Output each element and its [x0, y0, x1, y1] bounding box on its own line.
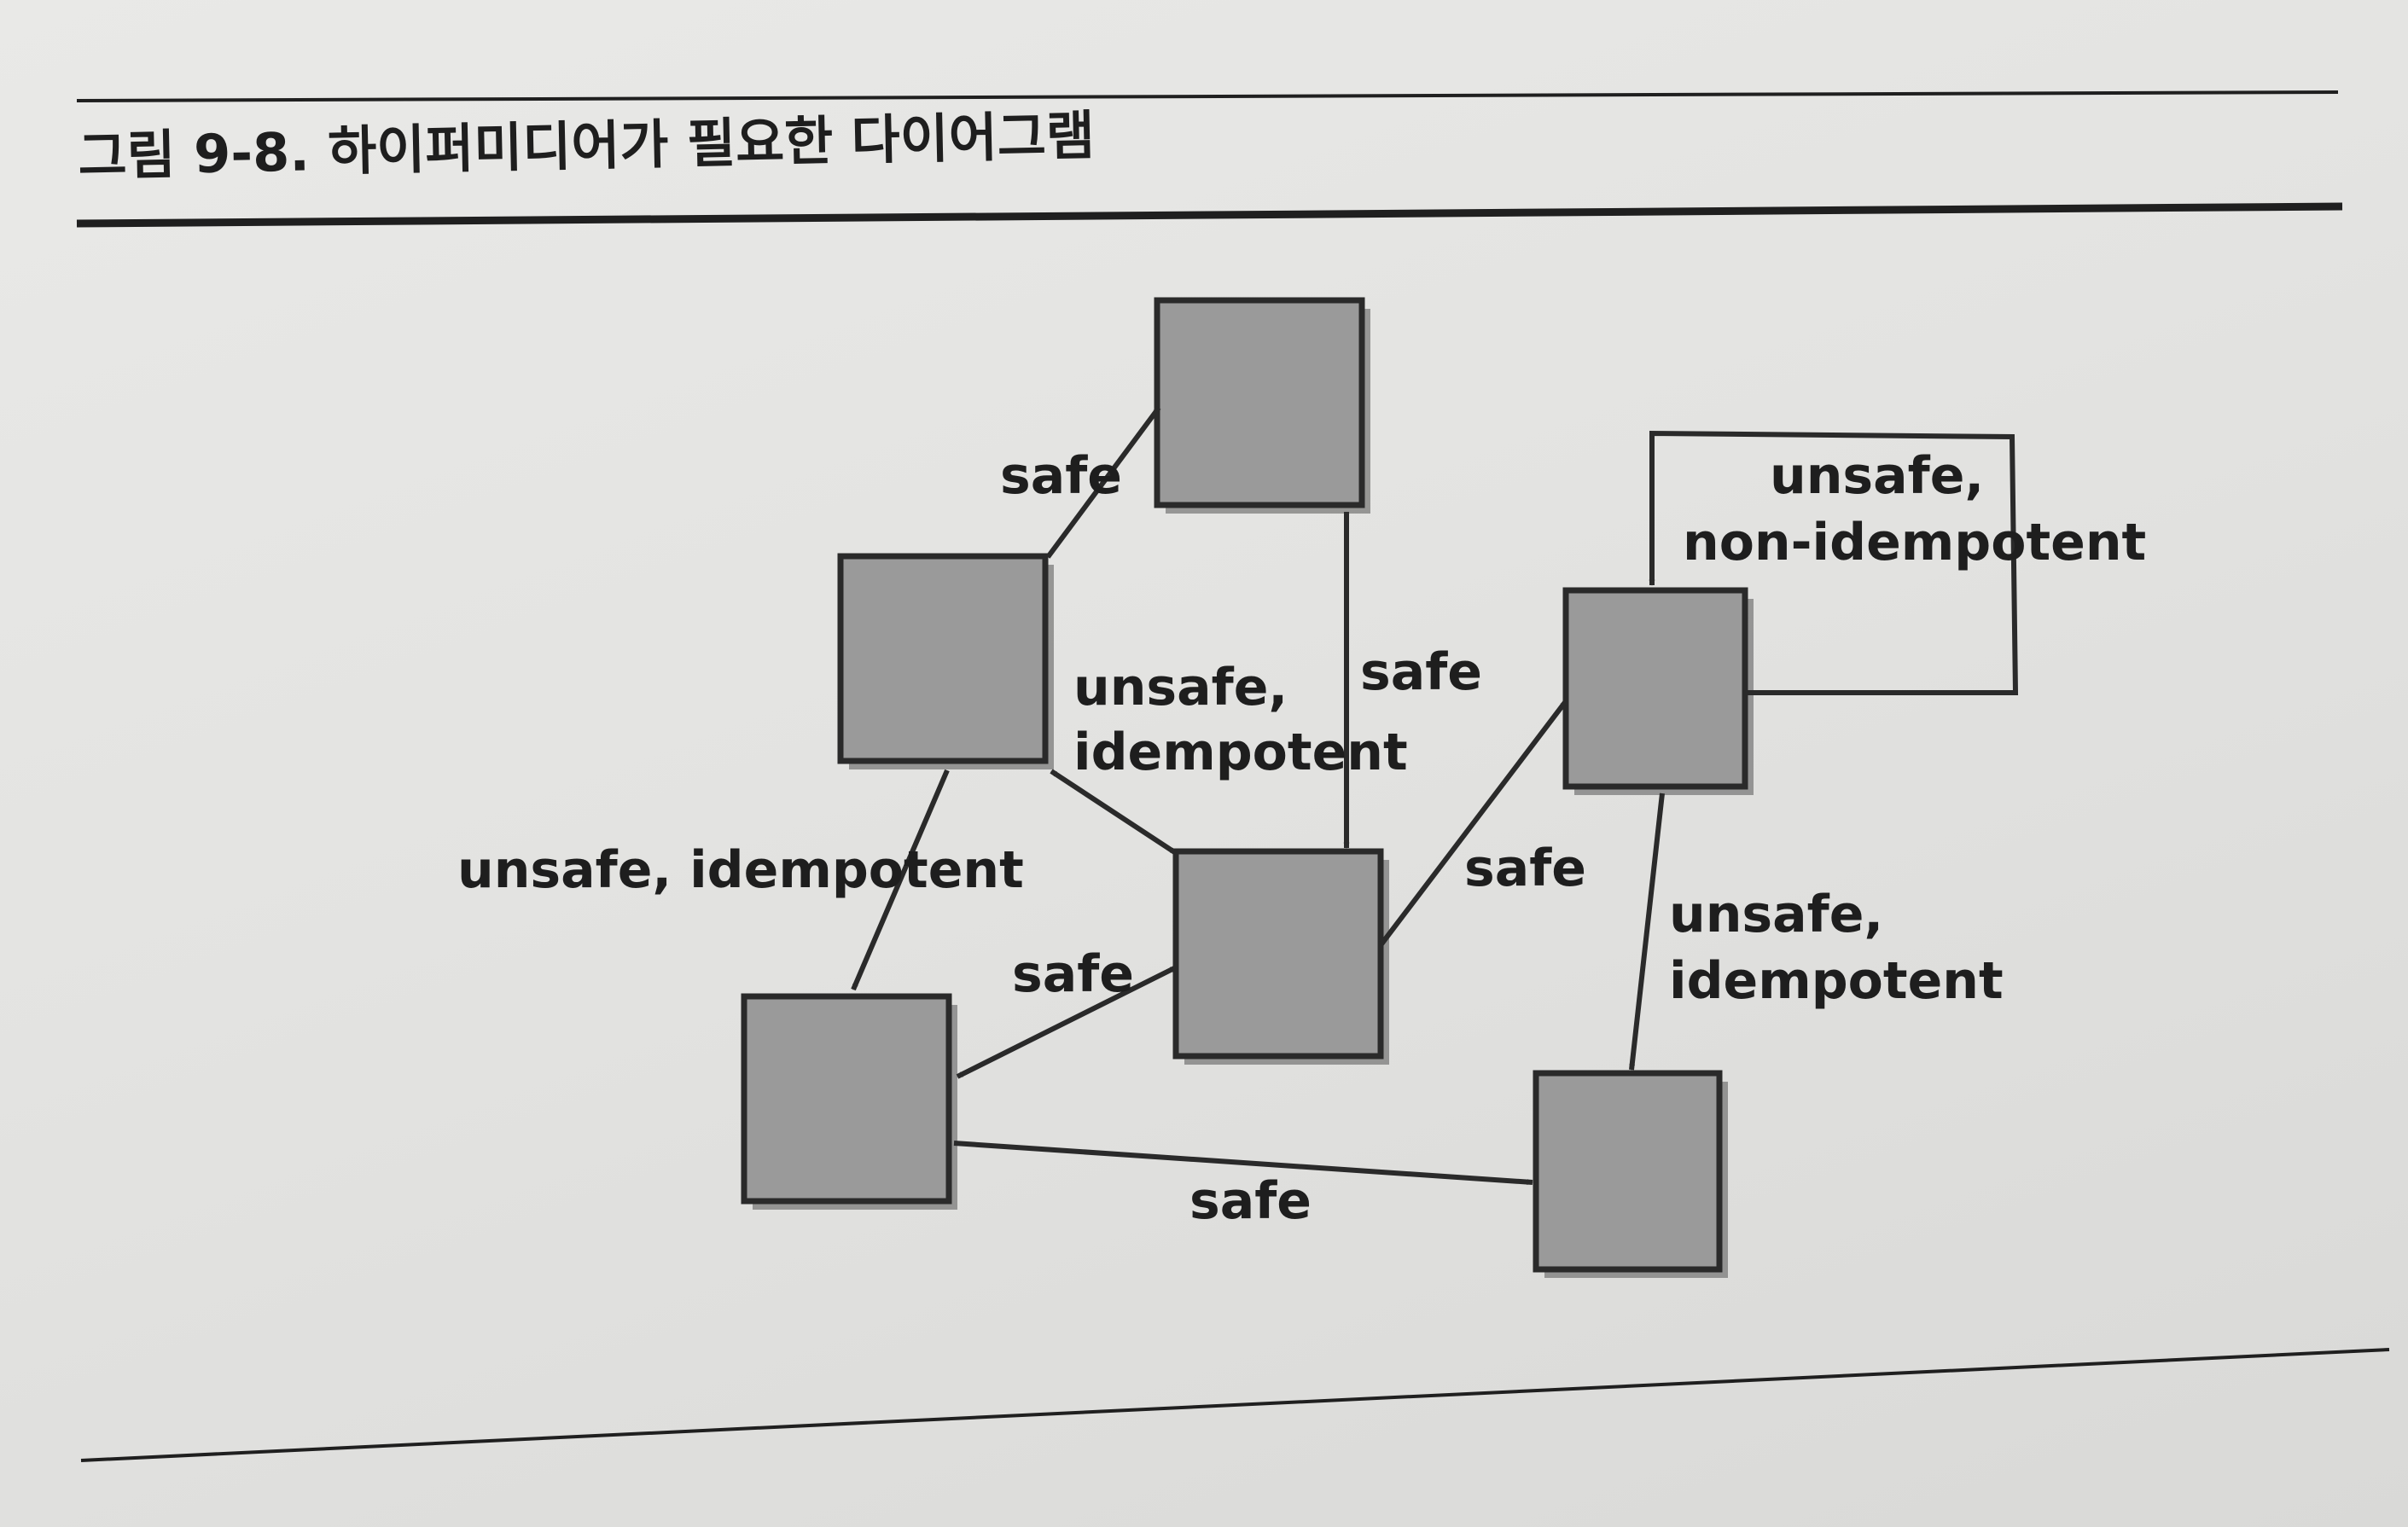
edge-right-self-loop: [1649, 430, 2019, 695]
caption-bottom-rule: [76, 202, 2343, 228]
node-bottom-left: [741, 993, 957, 1210]
edge-right-to-bottom-right: [1629, 793, 1665, 1071]
caption-top-rule: [76, 90, 2339, 102]
edge-label-unsafe-idempotent: unsafe, idempotent: [457, 840, 1024, 900]
node-right: [1562, 587, 1754, 795]
edge-left-to-bottom-left: [851, 769, 950, 991]
edge-label-safe: safe: [1000, 446, 1122, 506]
edge-left-center-bidirectional: [1050, 769, 1178, 856]
node-top: [1154, 297, 1370, 514]
figure-caption: 그림 9-8. 하이퍼미디어가 필요한 다이어그램: [78, 104, 1096, 188]
edge-label-safe: safe: [1189, 1171, 1312, 1231]
edge-left-to-top: [1045, 406, 1161, 559]
edge-label-unsafe-non-idempotent: unsafe, non-idempotent: [1683, 446, 2146, 572]
edge-label-unsafe-idempotent: unsafe, idempotent: [1073, 658, 1408, 782]
node-left: [837, 553, 1054, 769]
edge-label-safe: safe: [1012, 944, 1134, 1004]
edge-bottom-left-to-bottom-right: [953, 1141, 1533, 1186]
node-center: [1172, 848, 1389, 1065]
edge-center-to-right: [1378, 700, 1568, 947]
edge-label-safe: safe: [1360, 642, 1482, 702]
node-bottom-right: [1533, 1070, 1728, 1278]
edge-label-safe: safe: [1464, 839, 1586, 898]
edge-center-bottom-left-bidirectional: [956, 965, 1178, 1079]
bottom-rule: [80, 1348, 2390, 1462]
edge-label-unsafe-idempotent: unsafe, idempotent: [1669, 885, 2004, 1011]
